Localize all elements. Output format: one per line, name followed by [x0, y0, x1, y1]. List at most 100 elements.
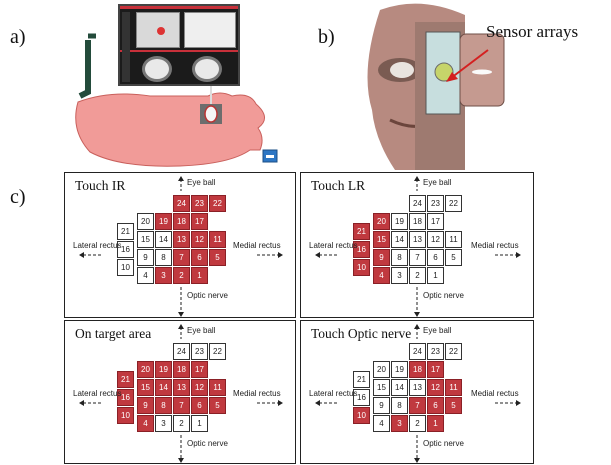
sensor-cell-8: 8 — [391, 249, 408, 266]
monitor-screen — [118, 4, 240, 86]
sensor-cell-10: 10 — [117, 259, 134, 276]
sensor-cell-14: 14 — [391, 231, 408, 248]
sensor-cell-21: 21 — [353, 371, 370, 388]
sensor-cell-7: 7 — [409, 397, 426, 414]
sensor-cell-8: 8 — [391, 397, 408, 414]
sensor-cell-14: 14 — [155, 231, 172, 248]
monitor-thumbnail — [136, 12, 180, 48]
axis-arrows — [315, 176, 521, 317]
sensor-cell-21: 21 — [353, 223, 370, 240]
sensor-cell-13: 13 — [173, 231, 190, 248]
sensor-cell-17: 17 — [191, 361, 208, 378]
sensor-cell-3: 3 — [155, 415, 172, 432]
sensor-cell-15: 15 — [373, 231, 390, 248]
axis-label-lateral-rectus: Lateral rectus — [73, 389, 122, 398]
sensor-cell-9: 9 — [137, 397, 154, 414]
axis-label-lateral-rectus: Lateral rectus — [309, 241, 358, 250]
sensor-cell-19: 19 — [391, 213, 408, 230]
sensor-cell-11: 11 — [209, 231, 226, 248]
sensor-cell-14: 14 — [155, 379, 172, 396]
panel-label-a: a) — [10, 26, 26, 48]
sensor-cell-18: 18 — [409, 361, 426, 378]
sensor-cell-16: 16 — [353, 241, 370, 258]
sensor-cell-18: 18 — [409, 213, 426, 230]
sensor-cell-16: 16 — [117, 241, 134, 258]
sensor-cell-3: 3 — [391, 415, 408, 432]
sensor-cell-6: 6 — [427, 249, 444, 266]
sensor-cell-12: 12 — [191, 231, 208, 248]
axis-label-eye-ball: Eye ball — [423, 178, 452, 187]
panel-title: Touch IR — [75, 178, 126, 193]
sensor-cell-7: 7 — [173, 397, 190, 414]
sensor-cell-20: 20 — [373, 361, 390, 378]
sensor-cell-9: 9 — [137, 249, 154, 266]
panel-title: Touch LR — [311, 178, 366, 193]
axis-label-optic-nerve: Optic nerve — [423, 291, 464, 300]
sensor-cell-17: 17 — [427, 213, 444, 230]
sensor-cell-19: 19 — [155, 361, 172, 378]
sensor-cell-20: 20 — [373, 213, 390, 230]
sensor-cell-20: 20 — [137, 361, 154, 378]
sensor-cell-15: 15 — [137, 379, 154, 396]
panel-label-b: b) — [318, 26, 335, 48]
panel-title: On target area — [75, 326, 152, 341]
sensor-cell-16: 16 — [117, 389, 134, 406]
axis-label-eye-ball: Eye ball — [187, 178, 216, 187]
sensor-cell-2: 2 — [173, 415, 190, 432]
sensor-cell-20: 20 — [137, 213, 154, 230]
sensor-cell-23: 23 — [191, 343, 208, 360]
sensor-cell-3: 3 — [391, 267, 408, 284]
sensor-cell-8: 8 — [155, 249, 172, 266]
sensor-cell-24: 24 — [173, 195, 190, 212]
sensor-cell-11: 11 — [445, 379, 462, 396]
axis-label-optic-nerve: Optic nerve — [423, 439, 464, 448]
panel-label-c: c) — [10, 186, 26, 208]
sensor-cell-13: 13 — [173, 379, 190, 396]
axis-label-lateral-rectus: Lateral rectus — [309, 389, 358, 398]
sensor-cell-21: 21 — [117, 223, 134, 240]
sensor-cell-11: 11 — [209, 379, 226, 396]
sensor-cell-4: 4 — [137, 415, 154, 432]
sensor-cell-13: 13 — [409, 231, 426, 248]
sensor-cell-2: 2 — [409, 415, 426, 432]
sensor-cell-10: 10 — [117, 407, 134, 424]
axis-label-lateral-rectus: Lateral rectus — [73, 241, 122, 250]
sensor-cell-17: 17 — [191, 213, 208, 230]
sensor-cell-1: 1 — [191, 415, 208, 432]
sensor-cell-12: 12 — [427, 231, 444, 248]
axis-label-eye-ball: Eye ball — [187, 326, 216, 335]
sensor-cell-6: 6 — [191, 397, 208, 414]
eye-view — [142, 56, 172, 82]
sensor-cell-22: 22 — [445, 195, 462, 212]
sensor-cell-5: 5 — [445, 249, 462, 266]
sensor-cell-9: 9 — [373, 249, 390, 266]
sensor-cell-10: 10 — [353, 259, 370, 276]
sensor-cell-14: 14 — [391, 379, 408, 396]
sensor-cell-12: 12 — [427, 379, 444, 396]
head-silhouette — [75, 33, 278, 167]
sensor-cell-11: 11 — [445, 231, 462, 248]
sensor-cell-1: 1 — [191, 267, 208, 284]
sensor-cell-2: 2 — [409, 267, 426, 284]
sensor-cell-19: 19 — [391, 361, 408, 378]
axis-label-medial-rectus: Medial rectus — [233, 389, 281, 398]
sensor-cell-23: 23 — [427, 343, 444, 360]
sensor-cell-5: 5 — [209, 249, 226, 266]
sensor-cell-24: 24 — [173, 343, 190, 360]
sensor-cell-9: 9 — [373, 397, 390, 414]
sensor-cell-2: 2 — [173, 267, 190, 284]
sensor-cell-7: 7 — [173, 249, 190, 266]
sensor-cell-10: 10 — [353, 407, 370, 424]
panel-title: Touch Optic nerve — [311, 326, 412, 341]
simulator-illustration — [60, 0, 290, 170]
axis-label-medial-rectus: Medial rectus — [471, 241, 519, 250]
sensor-cell-15: 15 — [373, 379, 390, 396]
sensor-cell-8: 8 — [155, 397, 172, 414]
axis-arrows — [79, 324, 283, 463]
axis-label-optic-nerve: Optic nerve — [187, 291, 228, 300]
axis-label-eye-ball: Eye ball — [423, 326, 452, 335]
sensor-cell-22: 22 — [209, 195, 226, 212]
